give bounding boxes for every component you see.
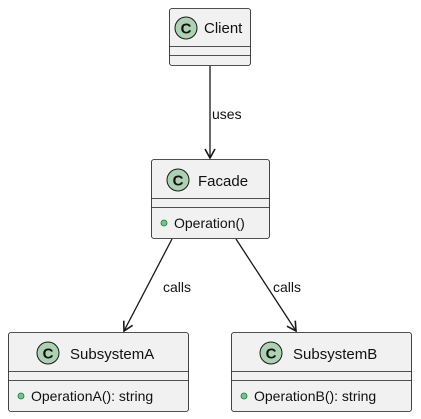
- class-subsystem-b[interactable]: C SubsystemB OperationB(): string: [231, 332, 412, 412]
- edge-facade-subsystem-b: calls: [235, 238, 301, 333]
- class-stereotype-icon: C: [174, 16, 198, 40]
- class-stereotype-icon: C: [166, 168, 190, 192]
- public-method-icon: [160, 219, 168, 227]
- edge-label-calls-a: calls: [163, 279, 191, 295]
- class-name-subsystem-a: SubsystemA: [70, 346, 154, 363]
- class-facade[interactable]: C Facade Operation(): [151, 159, 270, 239]
- edge-label-uses: uses: [212, 106, 242, 122]
- method-operation-a: OperationA(): string: [31, 388, 153, 404]
- class-name-subsystem-b: SubsystemB: [293, 346, 377, 363]
- class-name-client: Client: [204, 20, 243, 37]
- svg-text:C: C: [181, 21, 192, 38]
- edge-client-facade: uses: [204, 66, 242, 160]
- class-name-facade: Facade: [198, 173, 248, 190]
- public-method-icon: [240, 392, 248, 400]
- class-stereotype-icon: C: [259, 341, 283, 365]
- svg-text:C: C: [43, 346, 54, 363]
- public-method-icon: [17, 392, 25, 400]
- class-subsystem-a[interactable]: C SubsystemA OperationA(): string: [8, 332, 189, 412]
- svg-text:C: C: [266, 346, 277, 363]
- class-stereotype-icon: C: [36, 341, 60, 365]
- edge-facade-subsystem-a: calls: [122, 238, 191, 333]
- edge-label-calls-b: calls: [273, 279, 301, 295]
- svg-text:C: C: [173, 173, 184, 190]
- method-operation: Operation(): [174, 215, 245, 231]
- class-client[interactable]: C Client: [169, 8, 251, 66]
- method-operation-b: OperationB(): string: [254, 388, 376, 404]
